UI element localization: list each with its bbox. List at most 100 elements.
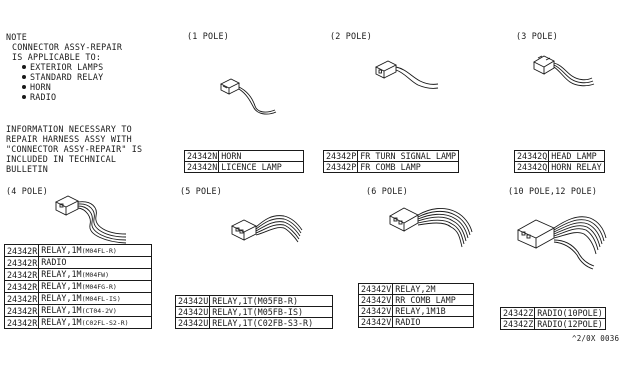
- part-number: 24342N: [183, 150, 220, 162]
- info-line-3: "CONNECTOR ASSY-REPAIR" IS: [6, 144, 143, 154]
- part-desc: RELAY,2M: [392, 283, 475, 295]
- part-desc-code: (M04FL-IS): [81, 295, 121, 303]
- part-desc: RELAY,1T(M05FB-IS): [209, 306, 334, 318]
- part-desc: HORN RELAY: [548, 161, 605, 173]
- part-number: 24342P: [322, 161, 359, 173]
- part-number: 24342V: [357, 294, 394, 306]
- part-desc: LICENCE LAMP: [218, 161, 305, 173]
- part-number: 24342U: [174, 306, 211, 318]
- part-desc: RELAY,1M(M04FW): [38, 268, 153, 281]
- part-desc-code: (M04FG-R): [81, 283, 117, 291]
- info-block: INFORMATION NECESSARY TO REPAIR HARNESS …: [6, 124, 142, 174]
- part-number: 24342P: [322, 150, 359, 162]
- info-line-2: REPAIR HARNESS ASSY WITH: [6, 134, 132, 144]
- part-number: 24342V: [357, 283, 394, 295]
- part-number: 24342V: [357, 316, 394, 328]
- part-desc: RADIO(12POLE): [534, 318, 606, 330]
- part-desc: RELAY,1T(M05FB-R): [209, 295, 334, 307]
- part-number: 24342R: [3, 316, 40, 329]
- part-desc: FR TURN SIGNAL LAMP: [357, 150, 460, 162]
- part-desc: HORN: [218, 150, 305, 162]
- note-bullet-2: STANDARD RELAY: [6, 72, 122, 82]
- pole-label-10-12: (10 POLE,12 POLE): [508, 186, 598, 196]
- note-bullet-1: EXTERIOR LAMPS: [6, 62, 122, 72]
- part-number: 24342R: [3, 292, 40, 305]
- connector-10-12-pole-illustration: [516, 216, 607, 270]
- part-desc: RELAY,1M(C02FL-S2-R): [38, 316, 153, 329]
- part-number: 24342R: [3, 244, 40, 257]
- info-line-4: INCLUDED IN TECHNICAL: [6, 154, 117, 164]
- part-number: 24342U: [174, 317, 211, 329]
- part-number: 24342R: [3, 304, 40, 317]
- part-desc-main: RELAY,1M: [41, 317, 82, 327]
- part-number: 24342U: [174, 295, 211, 307]
- note-title: NOTE: [6, 32, 27, 42]
- note-bullet-4: RADIO: [6, 92, 122, 102]
- part-desc-main: RELAY,1T: [212, 307, 253, 317]
- part-number: 24342Q: [513, 161, 550, 173]
- info-line-1: INFORMATION NECESSARY TO: [6, 124, 132, 134]
- pole-label-6: (6 POLE): [366, 186, 408, 196]
- connector-3-pole-illustration: [533, 55, 595, 87]
- part-desc-code: (M05FB-R): [252, 296, 298, 306]
- part-desc-main: RELAY,1M: [41, 281, 82, 291]
- part-number: 24342R: [3, 256, 40, 269]
- part-desc-code: (M04FL-R): [81, 247, 117, 255]
- part-number: 24342V: [357, 305, 394, 317]
- part-desc: HEAD LAMP: [548, 150, 605, 162]
- part-desc: RADIO: [38, 256, 153, 269]
- note-block: NOTE CONNECTOR ASSY-REPAIR IS APPLICABLE…: [6, 32, 122, 102]
- part-desc-main: RADIO: [41, 257, 67, 267]
- part-desc: RR COMB LAMP: [392, 294, 475, 306]
- info-line-5: BULLETIN: [6, 164, 48, 174]
- part-desc-code: (M04FW): [81, 271, 110, 279]
- part-desc-code: (C02FL-S2-R): [81, 319, 129, 327]
- part-desc-code: (M05FB-IS): [252, 307, 304, 317]
- diagram-code: ^2/0X 0036: [572, 334, 620, 343]
- part-desc-main: RELAY,1M: [41, 293, 82, 303]
- part-number: 24342Z: [499, 307, 536, 319]
- part-desc-main: RELAY,1M: [41, 245, 82, 255]
- pole-label-5: (5 POLE): [180, 186, 222, 196]
- pole-label-1: (1 POLE): [187, 31, 229, 41]
- pole-label-4: (4 POLE): [6, 186, 48, 196]
- part-desc: RELAY,1M(M04FL-R): [38, 244, 153, 257]
- part-number: 24342N: [183, 161, 220, 173]
- part-desc: RELAY,1M(M04FL-IS): [38, 292, 153, 305]
- part-desc-main: RELAY,1M: [41, 269, 82, 279]
- connector-1-pole-illustration: [219, 78, 277, 115]
- connector-5-pole-illustration: [230, 215, 303, 243]
- part-desc-code: (CT04-2V): [81, 307, 117, 315]
- part-number: 24342Z: [499, 318, 536, 330]
- part-desc-main: RELAY,1T: [212, 318, 253, 328]
- part-desc-code: (C02FB-S3-R): [252, 318, 314, 328]
- part-desc: RELAY,1M(M04FG-R): [38, 280, 153, 293]
- part-desc: RELAY,1M1B: [392, 305, 475, 317]
- connector-2-pole-illustration: [374, 60, 439, 89]
- pole-label-2: (2 POLE): [330, 31, 372, 41]
- part-desc: RELAY,1M(CT04-2V): [38, 304, 153, 317]
- part-desc-main: RELAY,1T: [212, 296, 253, 306]
- part-number: 24342R: [3, 280, 40, 293]
